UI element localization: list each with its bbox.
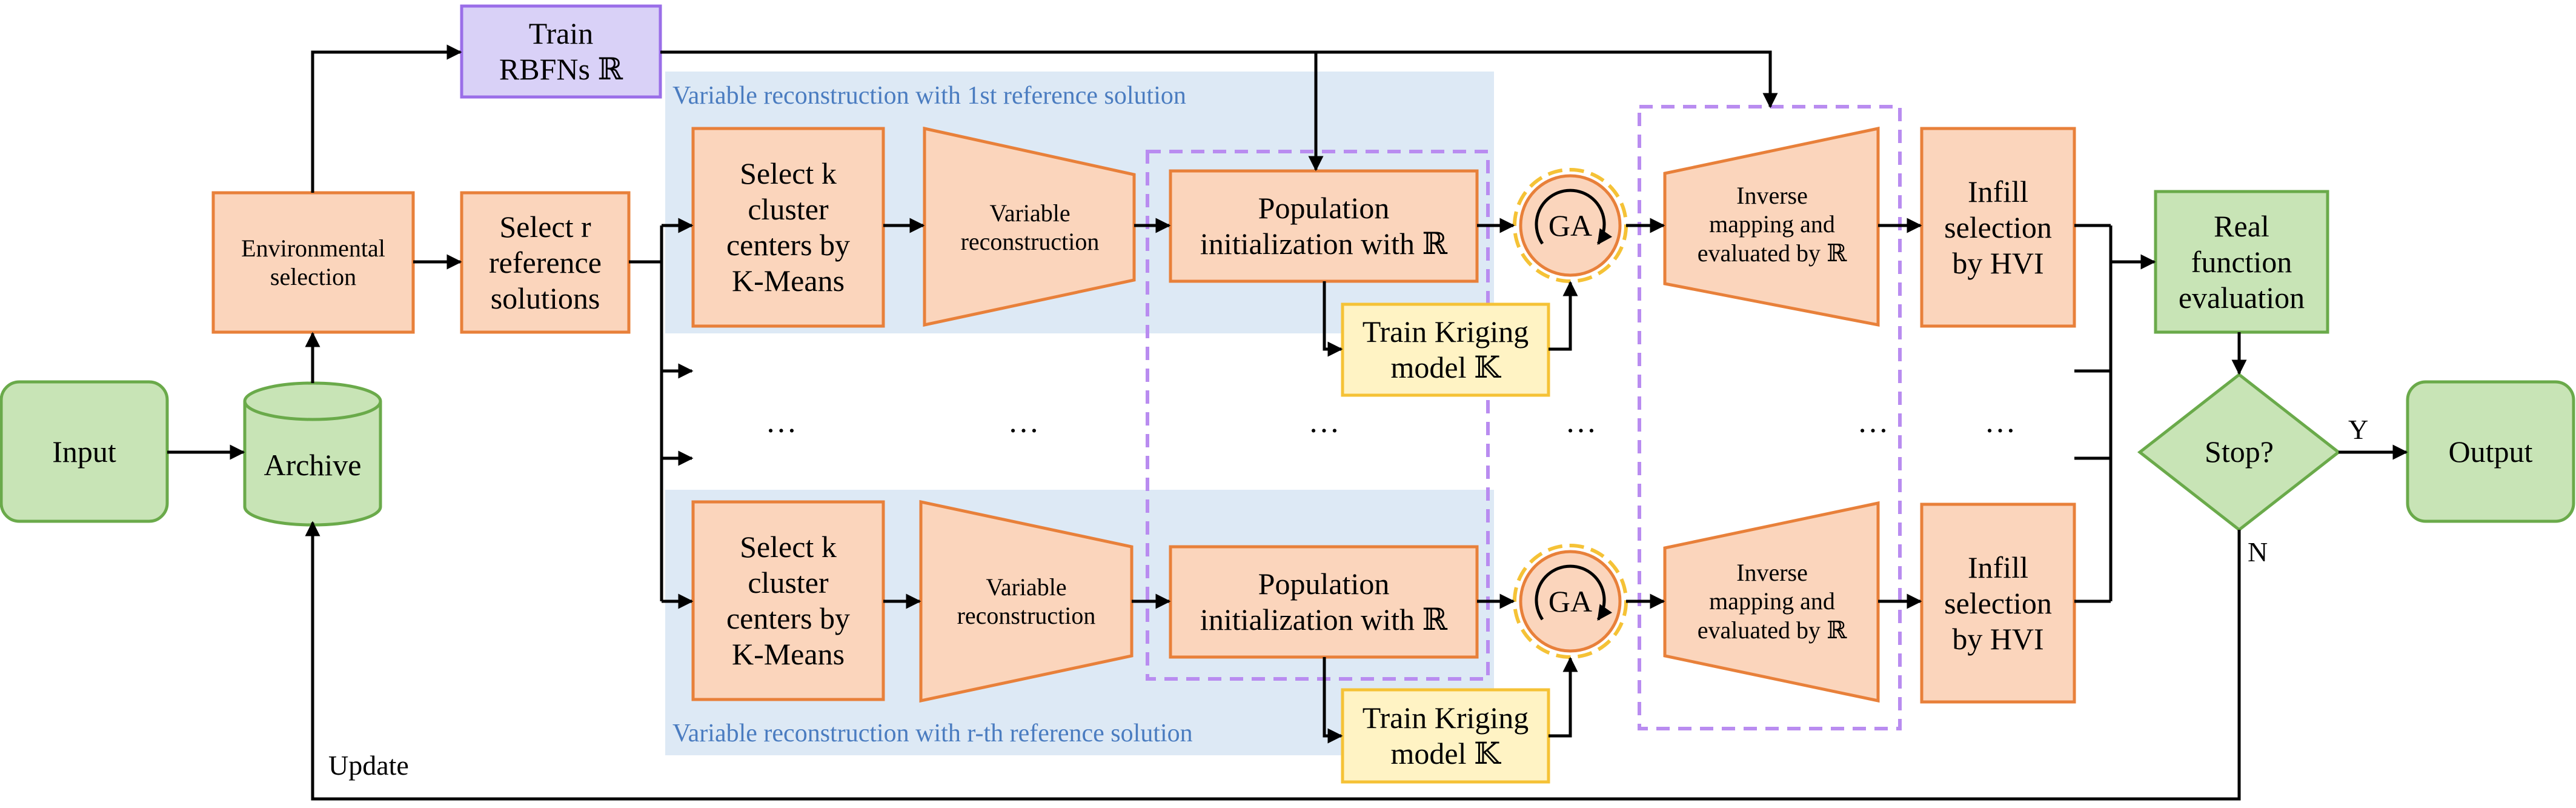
real-function-evaluation-label: Real function evaluation xyxy=(2156,192,2328,332)
train-rbfns-line-1: Train xyxy=(528,16,594,50)
train-rbfns-label: Train RBFNs ℝ xyxy=(462,6,660,97)
edge-kriging-ga-top xyxy=(1549,281,1578,351)
inverse-mapping-bottom-label: Inverse mapping and evaluated by ℝ xyxy=(1672,533,1872,669)
select-r-line-1: Select r xyxy=(499,209,591,244)
inverse-mapping-bottom-trapezoid xyxy=(1663,501,1880,703)
dashed-region-population xyxy=(1146,150,1490,681)
variable-reconstruction-bottom-line-2: reconstruction xyxy=(957,602,1096,629)
infill-top-line-2: selection xyxy=(1944,210,2052,244)
inverse-mapping-bottom-line-3: evaluated by ℝ xyxy=(1697,616,1847,644)
select-k-top-line-2: cluster xyxy=(748,192,829,226)
ellipsis-ga: … xyxy=(1565,405,1598,440)
ellipsis-infill: … xyxy=(1984,405,2017,440)
band-rth-reference-label: Variable reconstruction with r-th refere… xyxy=(672,720,1193,747)
environmental-selection-label: Environmental selection xyxy=(213,193,413,332)
inverse-mapping-top-line-1: Inverse xyxy=(1736,182,1808,210)
infill-bottom-line-2: selection xyxy=(1944,586,2052,620)
infill-bottom-label: Infill selection by HVI xyxy=(1922,504,2074,702)
population-init-bottom-line-1: Population xyxy=(1258,567,1390,601)
real-function-evaluation-line-2: function xyxy=(2191,244,2292,279)
ellipsis-inverse-mapping: … xyxy=(1857,405,1890,440)
select-r-line-2: reference xyxy=(489,245,602,279)
archive-cylinder xyxy=(243,381,382,527)
variable-reconstruction-bottom-line-1: Variable xyxy=(986,573,1067,601)
variable-reconstruction-top-line-1: Variable xyxy=(989,199,1071,227)
infill-bottom-node xyxy=(1920,502,2076,704)
select-k-bottom-line-3: centers by xyxy=(726,601,851,635)
input-label: Input xyxy=(52,434,116,469)
edge-population-kriging-top xyxy=(1323,281,1343,357)
variable-reconstruction-bottom-trapezoid xyxy=(919,499,1134,703)
variable-reconstruction-bottom-label: Variable reconstruction xyxy=(929,548,1123,655)
population-init-top-line-1: Population xyxy=(1258,191,1390,225)
ellipsis-select-k: … xyxy=(765,405,798,440)
real-function-evaluation-line-1: Real xyxy=(2214,209,2269,243)
ellipsis-population: … xyxy=(1308,405,1341,440)
select-k-top-line-3: centers by xyxy=(726,228,851,262)
infill-bottom-line-1: Infill xyxy=(1968,550,2028,584)
ellipsis-variable-reconstruction: … xyxy=(1007,405,1040,440)
select-k-top-label: Select k cluster centers by K-Means xyxy=(693,129,883,326)
infill-top-line-3: by HVI xyxy=(1952,245,2044,280)
stop-label: Stop? xyxy=(2205,434,2274,469)
infill-bottom-line-3: by HVI xyxy=(1952,621,2044,656)
inverse-mapping-bottom-line-2: mapping and xyxy=(1709,587,1835,615)
select-k-bottom-line-2: cluster xyxy=(748,566,829,599)
select-r-line-3: solutions xyxy=(490,281,600,315)
population-init-bottom-label: Population initialization with ℝ xyxy=(1170,547,1477,657)
connectors xyxy=(167,44,2408,801)
inverse-mapping-top-line-2: mapping and xyxy=(1709,210,1835,238)
variable-reconstruction-top-label: Variable reconstruction xyxy=(933,175,1127,280)
environmental-selection-node xyxy=(211,191,415,334)
train-rbfns-node xyxy=(460,4,662,99)
train-kriging-top-line-1: Train Kriging xyxy=(1362,315,1529,349)
real-function-evaluation-line-3: evaluation xyxy=(2178,280,2305,315)
train-kriging-bottom-label: Train Kriging model 𝕂 xyxy=(1343,690,1549,782)
edge-population-kriging-bottom xyxy=(1323,657,1343,744)
archive-label: Archive xyxy=(264,447,362,482)
select-k-top-node xyxy=(691,127,885,328)
select-r-label: Select r reference solutions xyxy=(462,193,629,332)
train-rbfns-line-2: RBFNs ℝ xyxy=(499,52,623,86)
train-kriging-top-line-2: model 𝕂 xyxy=(1390,350,1501,384)
inverse-mapping-top-label: Inverse mapping and evaluated by ℝ xyxy=(1672,158,1872,291)
population-init-top-line-2: initialization with ℝ xyxy=(1200,227,1448,261)
inverse-mapping-top-trapezoid xyxy=(1663,126,1880,327)
select-k-bottom-label: Select k cluster centers by K-Means xyxy=(693,502,883,699)
infill-top-line-1: Infill xyxy=(1968,174,2028,209)
variable-reconstruction-top-line-2: reconstruction xyxy=(960,228,1100,255)
inverse-mapping-bottom-line-1: Inverse xyxy=(1736,559,1808,587)
band-first-reference-label: Variable reconstruction with 1st referen… xyxy=(672,82,1186,110)
population-init-top-node xyxy=(1169,169,1479,283)
edge-rbfns-inverse xyxy=(1316,50,1778,109)
no-label: N xyxy=(2248,536,2268,567)
select-k-bottom-line-4: K-Means xyxy=(731,637,845,671)
edge-kriging-ga-bottom xyxy=(1549,656,1578,738)
ga-top-label: GA xyxy=(1548,208,1593,242)
edge-stop-update xyxy=(305,521,2241,801)
edge-environmental-rbfns xyxy=(311,44,462,193)
variable-reconstruction-top-trapezoid xyxy=(923,126,1136,327)
select-k-bottom-line-1: Select k xyxy=(740,530,837,564)
train-kriging-top-label: Train Kriging model 𝕂 xyxy=(1343,304,1549,395)
train-kriging-bottom-line-2: model 𝕂 xyxy=(1390,736,1501,770)
population-init-top-label: Population initialization with ℝ xyxy=(1170,171,1477,281)
population-init-bottom-line-2: initialization with ℝ xyxy=(1200,603,1448,636)
select-k-top-line-1: Select k xyxy=(740,156,837,190)
ga-bottom-label: GA xyxy=(1548,584,1593,618)
environmental-selection-line-2: selection xyxy=(270,263,357,290)
inverse-mapping-top-line-3: evaluated by ℝ xyxy=(1697,239,1847,267)
output-label: Output xyxy=(2448,434,2533,469)
select-k-top-line-4: K-Means xyxy=(731,264,845,298)
update-label: Update xyxy=(328,750,409,781)
yes-label: Y xyxy=(2348,414,2369,445)
infill-top-label: Infill selection by HVI xyxy=(1922,129,2074,326)
dashed-region-inverse-mapping xyxy=(1638,105,1902,730)
environmental-selection-line-1: Environmental xyxy=(241,234,385,262)
infill-top-node xyxy=(1920,127,2076,328)
train-kriging-bottom-line-1: Train Kriging xyxy=(1362,701,1529,735)
